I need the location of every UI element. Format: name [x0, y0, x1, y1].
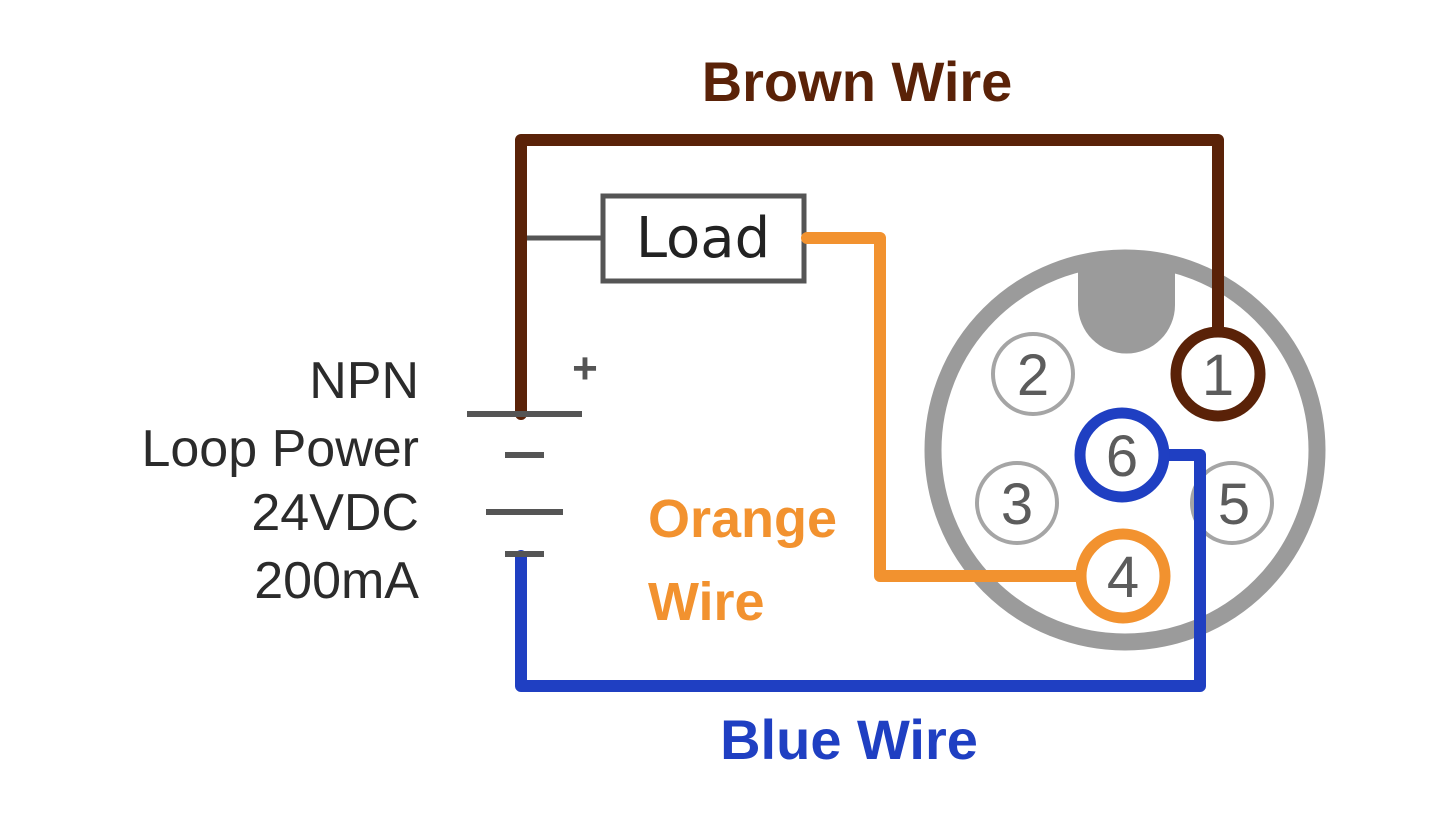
pin-1-label: 1 [1202, 343, 1234, 408]
load-branch: Load [527, 193, 807, 284]
brown-wire-path [515, 134, 1224, 420]
pin-3: 3 [975, 461, 1059, 545]
brown-wire-label: Brown Wire [702, 50, 1013, 113]
power-supply-label: NPN Loop Power 24VDC 200mA [141, 352, 419, 610]
pin-4: 4 [1075, 528, 1171, 624]
pin-4-label: 4 [1107, 545, 1139, 610]
orange-wire-label-line2: Wire [648, 572, 765, 632]
load-label: Load [636, 206, 770, 271]
orange-wire-path [801, 232, 1088, 582]
pin-5 [1190, 461, 1274, 545]
connector-key-notch [1078, 258, 1175, 354]
power-line-current: 200mA [254, 552, 419, 610]
orange-wire-label-line1: Orange [648, 489, 837, 549]
battery-symbol: + [467, 344, 598, 557]
blue-wire-path [515, 449, 1206, 692]
pin-2: 2 [991, 332, 1075, 416]
pin-1: 1 [1170, 326, 1266, 422]
blue-wire-label: Blue Wire [720, 708, 978, 771]
pin-5-label: 5 [1218, 472, 1250, 537]
load-box [600, 193, 807, 284]
orange-wire [801, 232, 1088, 582]
blue-wire [515, 449, 1206, 692]
power-line-voltage: 24VDC [251, 484, 419, 542]
brown-wire [515, 134, 1224, 420]
positive-terminal-icon: + [572, 344, 598, 393]
pin-6-label: 6 [1106, 424, 1138, 489]
pin-2-label: 2 [1017, 343, 1049, 408]
power-line-loop-power: Loop Power [141, 420, 419, 478]
power-line-npn: NPN [309, 352, 419, 410]
pin-6: 6 [1074, 407, 1170, 503]
pin-3-label: 3 [1001, 472, 1033, 537]
